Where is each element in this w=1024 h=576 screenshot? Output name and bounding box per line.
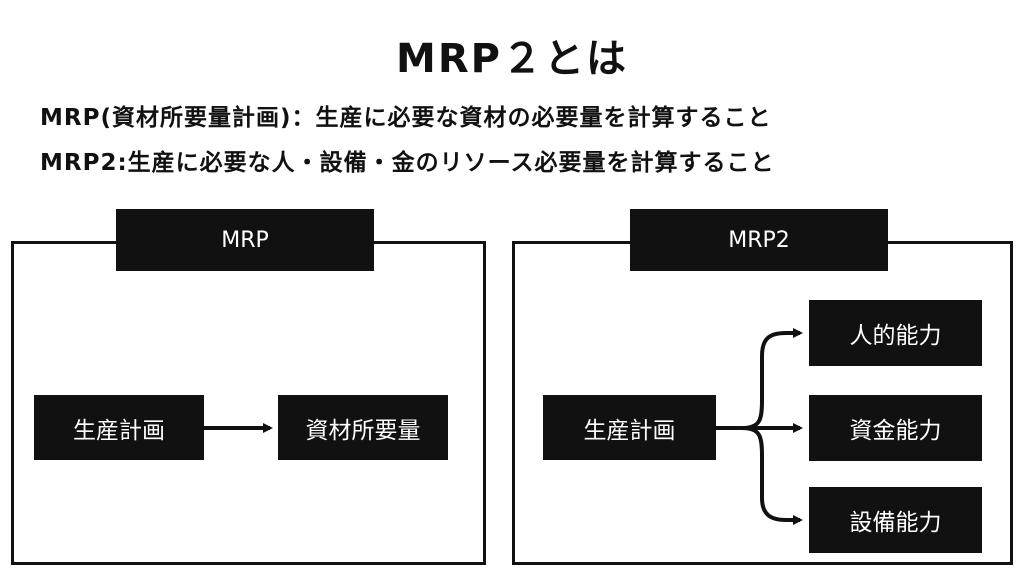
mrp2-arrow-equip — [741, 426, 803, 525]
mrp-material-requirement-box: 資材所要量 — [278, 395, 448, 460]
mrp-definition: MRP(資材所要量計画)：生産に必要な資材の必要量を計算すること — [40, 105, 772, 131]
page-title: MRP２とは — [396, 36, 628, 82]
mrp2-definition: MRP2:生産に必要な人・設備・金のリソース必要量を計算すること — [40, 150, 775, 176]
mrp2-human-capacity-box: 人的能力 — [809, 300, 982, 366]
mrp-production-plan-box: 生産計画 — [34, 395, 204, 460]
mrp2-equipment-capacity-box: 設備能力 — [809, 487, 982, 553]
mrp2-financial-capacity-box: 資金能力 — [809, 395, 982, 461]
mrp2-panel-tab: MRP2 — [630, 209, 888, 271]
mrp2-production-plan-box: 生産計画 — [543, 395, 716, 460]
mrp-panel-tab: MRP — [116, 209, 374, 271]
mrp2-arrow-human — [741, 328, 803, 430]
